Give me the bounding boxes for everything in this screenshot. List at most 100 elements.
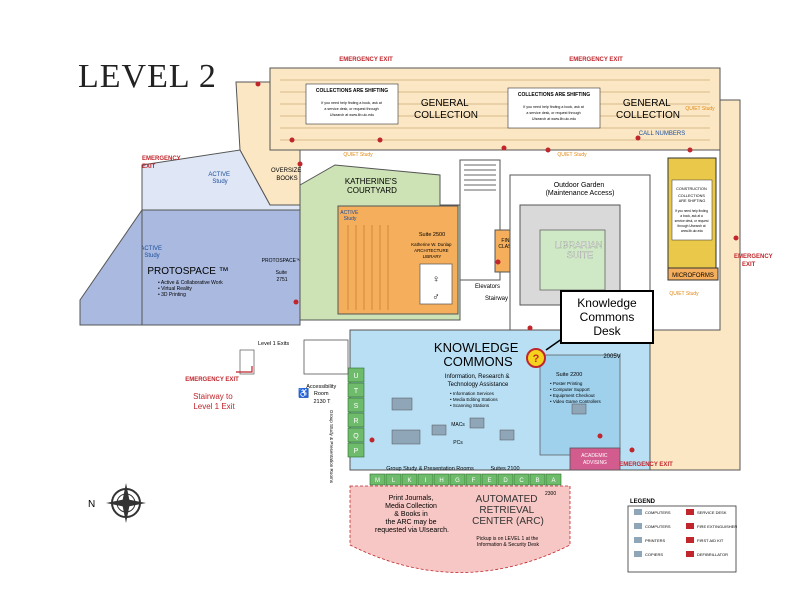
group-room <box>433 473 450 486</box>
compass-rose <box>106 483 146 523</box>
call-numbers-label: CALL NUMBERS <box>639 131 685 137</box>
svg-text:GENERAL COLLECTION: GENERAL COLLECTION <box>616 98 680 121</box>
legend-items: COMPUTERSCOMPUTERSPRINTERSCOPIERSSERVICE… <box>634 509 737 557</box>
group-room <box>465 473 482 486</box>
academic-advising-label: ACADEMIC ADVISING <box>581 453 609 466</box>
suite-2200-label: Suite 2200 <box>556 372 582 378</box>
group-room <box>385 473 402 486</box>
exit-arrow <box>236 366 253 373</box>
legend-label: COMPUTERS <box>645 510 671 515</box>
group-room-label: T <box>354 388 359 395</box>
group-room-label: K <box>407 478 411 484</box>
group-room <box>347 397 365 413</box>
kc-services: • Information Services • Media Editing S… <box>450 391 499 408</box>
legend-swatch <box>686 551 694 557</box>
stair-treads <box>464 164 496 191</box>
protospace-lower-wing <box>79 208 143 326</box>
microforms-label: MICROFORMS <box>672 273 714 279</box>
right-collection <box>649 99 741 471</box>
shifting-text-right: UIsearch at www.lib.uic.edu <box>532 117 576 121</box>
legend-label: FIRST AID KIT <box>697 538 724 543</box>
group-room <box>401 473 418 486</box>
level1-exits-label: Level 1 Exits <box>258 341 289 347</box>
quiet-study-label: QUIET Study <box>557 152 587 158</box>
group-room <box>347 412 365 428</box>
group-study-vertical-label: Group Study & Presentation Rooms <box>329 410 334 484</box>
librarian-suite-inner <box>539 229 606 291</box>
callout-line: Knowledge <box>577 296 637 310</box>
accessibility-icon: ♿ <box>298 387 309 398</box>
collections-shifting-box-left <box>305 83 399 125</box>
pcs-label: PCs <box>453 440 463 446</box>
suites-2100-label: Suites 2100 <box>490 466 519 472</box>
group-room <box>529 473 546 486</box>
group-room-label: C <box>519 478 524 484</box>
legend-label: DEFIBRILLATOR <box>697 552 728 557</box>
group-room-label: D <box>503 478 508 484</box>
svg-text:If you need help finding a boo: If you need help finding a book, ask at … <box>321 101 383 117</box>
elevator-core <box>459 159 501 281</box>
emergency-exit-label: EMERGENCY EXIT <box>142 156 182 170</box>
emergency-markers <box>255 81 739 453</box>
group-room-label: A <box>551 478 555 484</box>
restroom-icon: ♂ <box>432 292 440 303</box>
kc-description: Information, Research & Technology Assis… <box>445 374 511 388</box>
question-icon: ? <box>533 353 540 365</box>
legend-swatch <box>686 509 694 515</box>
protospace-features: • Active & Collaborative Work • Virtual … <box>158 280 224 298</box>
shifting-text-left: a service desk, or request through <box>324 107 378 111</box>
emergency-exit-label: EMERGENCY EXIT <box>734 254 774 268</box>
group-room-label: B <box>535 478 539 484</box>
legend-swatch <box>634 537 642 543</box>
group-room-label: U <box>353 373 358 380</box>
accessibility-room <box>303 339 349 375</box>
legend-box <box>627 505 737 573</box>
svg-text:If you need help finding a boo: If you need help finding a book, ask at … <box>523 105 585 121</box>
kc-desk-callout: Knowledge Commons Desk <box>560 290 654 344</box>
collections-shifting-box-right <box>507 87 601 129</box>
legend-label: FIRE EXTINGUISHER <box>697 524 737 529</box>
group-study-label: Group Study & Presentation Rooms <box>386 466 474 472</box>
group-room-label: F <box>472 478 476 484</box>
legend-label: PRINTERS <box>645 538 666 543</box>
knowledge-commons-title: KNOWLEDGE COMMONS <box>434 340 522 369</box>
legend-swatch <box>634 523 642 529</box>
group-room <box>369 473 386 486</box>
construction-label: CONSTRUCTION COLLECTIONS ARE SHIFTING <box>676 187 708 203</box>
room-2005v-label: 2005V <box>603 354 620 360</box>
active-study-label: ACTIVE Study <box>140 246 163 259</box>
group-room-label: L <box>392 478 396 484</box>
academic-advising <box>569 447 621 471</box>
arc-area <box>349 485 571 573</box>
shifting-text-left: UIsearch at www.lib.uic.edu <box>330 113 374 117</box>
elevators-label: Elevators <box>475 284 500 290</box>
emergency-exit-label: EMERGENCY EXIT <box>569 57 623 63</box>
group-room <box>347 382 365 398</box>
group-room-label: I <box>425 478 427 484</box>
oversize-books-label: OVERSIZE BOOKS <box>271 168 303 182</box>
emergency-exit-label: EMERGENCY EXIT <box>185 377 239 383</box>
arc-room-label: 2300 <box>545 491 556 497</box>
group-room-label: G <box>455 478 460 484</box>
construction-note: If you need help finding a book, ask at … <box>675 209 710 233</box>
group-room-label: Q <box>353 433 359 440</box>
page-title: LEVEL 2 <box>78 58 217 95</box>
quiet-study-label: QUIET Study <box>669 291 699 297</box>
kc-desk-marker[interactable] <box>526 348 546 368</box>
stairway-exit-label: Stairway to Level 1 Exit <box>193 392 235 411</box>
librarian-suite-label: LIBRARIAN SUITE <box>555 240 605 260</box>
group-room-label: S <box>354 403 359 410</box>
legend-label: COMPUTERS <box>645 524 671 529</box>
outdoor-garden-label: Outdoor Garden (Maintenance Access) <box>546 182 615 197</box>
accessibility-room-label: Accessibility Room 2130 T <box>306 384 337 405</box>
quiet-study-label: QUIET Study <box>343 152 373 158</box>
kc-workstations <box>391 397 587 445</box>
stairway-label: Stairway <box>485 296 508 302</box>
group-room <box>347 367 365 383</box>
shifting-text-right: If you need help finding a book, ask at <box>523 105 584 109</box>
group-room <box>449 473 466 486</box>
arc-title: AUTOMATED RETRIEVAL CENTER (ARC) <box>472 494 544 527</box>
group-room-label: M <box>375 478 380 484</box>
shifting-text-left: If you need help finding a book, ask at <box>321 101 382 105</box>
